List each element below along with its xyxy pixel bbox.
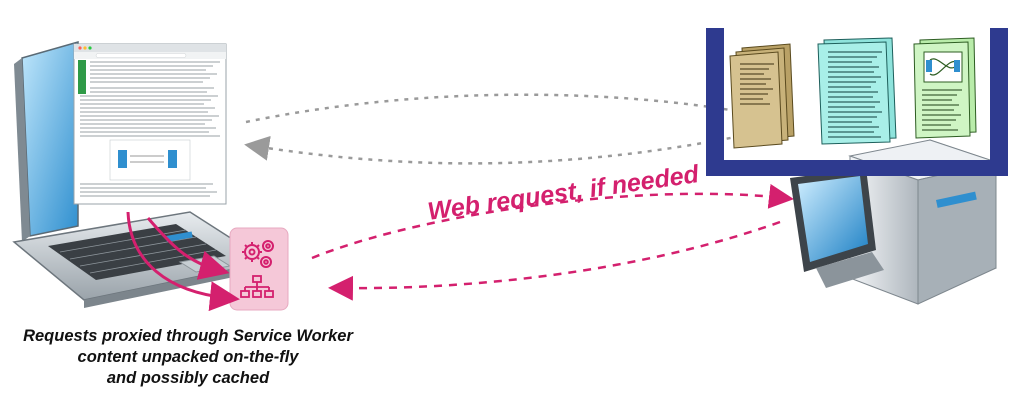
document-stack-icon [729, 37, 977, 149]
sitemap-icon [240, 275, 274, 298]
request-arrow-from-browser [126, 211, 240, 312]
web-request-arrow-out [311, 183, 794, 260]
service-worker-icon [229, 227, 289, 311]
caption: Requests proxied through Service Worker … [0, 326, 376, 389]
web-request-arrow-back [328, 220, 781, 301]
caption-line-3: and possibly cached [106, 369, 270, 387]
caption-line-2: content unpacked on-the-fly [77, 348, 299, 366]
archive-container [706, 28, 1008, 176]
gears-icon [242, 240, 274, 268]
browser-window [73, 43, 227, 205]
caption-line-1: Requests proxied through Service Worker [23, 327, 353, 345]
fetch-archive-arrow [245, 93, 764, 124]
server-icon [790, 139, 998, 305]
return-archive-arrow [244, 130, 761, 165]
response-arrow-to-browser [146, 217, 230, 280]
